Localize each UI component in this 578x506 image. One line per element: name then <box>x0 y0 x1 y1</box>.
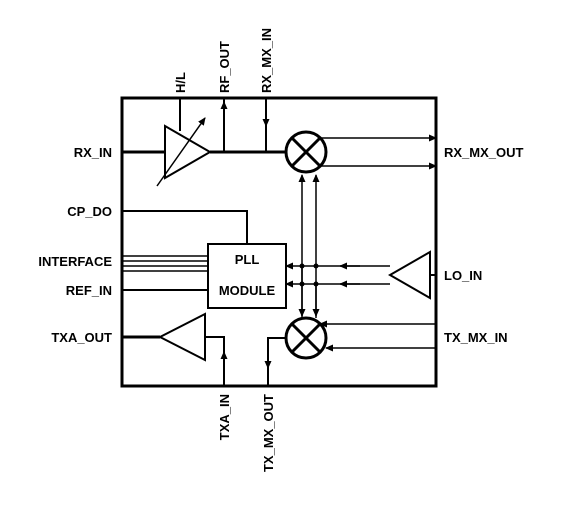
chip-outline <box>120 96 438 388</box>
label-txa-out: TXA_OUT <box>51 330 112 345</box>
label-tx-mx-out: TX_MX_OUT <box>261 394 276 472</box>
junction-dot-1 <box>299 263 305 269</box>
label-rx-mx-out: RX_MX_OUT <box>444 145 524 160</box>
label-hl: H/L <box>173 72 188 93</box>
tx-mx-out-wire <box>267 337 286 386</box>
label-lo-in: LO_IN <box>444 268 482 283</box>
label-cp-do: CP_DO <box>67 204 112 219</box>
lo-buffer <box>387 250 431 300</box>
junction-dot-2 <box>313 263 319 269</box>
junction-dot-4 <box>313 281 319 287</box>
rx-mx-in-wire <box>265 98 286 153</box>
label-rx-mx-in: RX_MX_IN <box>259 28 274 93</box>
junction-dot-3 <box>299 281 305 287</box>
txa-amplifier <box>157 312 206 362</box>
label-rx-in: RX_IN <box>74 145 112 160</box>
label-ref-in: REF_IN <box>66 283 112 298</box>
pll-title: PLL <box>235 252 260 267</box>
pll-subtitle: MODULE <box>219 283 276 298</box>
label-rf-out: RF_OUT <box>217 41 232 93</box>
label-txa-in: TXA_IN <box>217 394 232 440</box>
txa-in-wire <box>205 336 225 386</box>
label-tx-mx-in: TX_MX_IN <box>444 330 508 345</box>
cp-do-wire <box>122 210 248 244</box>
label-interface: INTERFACE <box>38 254 112 269</box>
